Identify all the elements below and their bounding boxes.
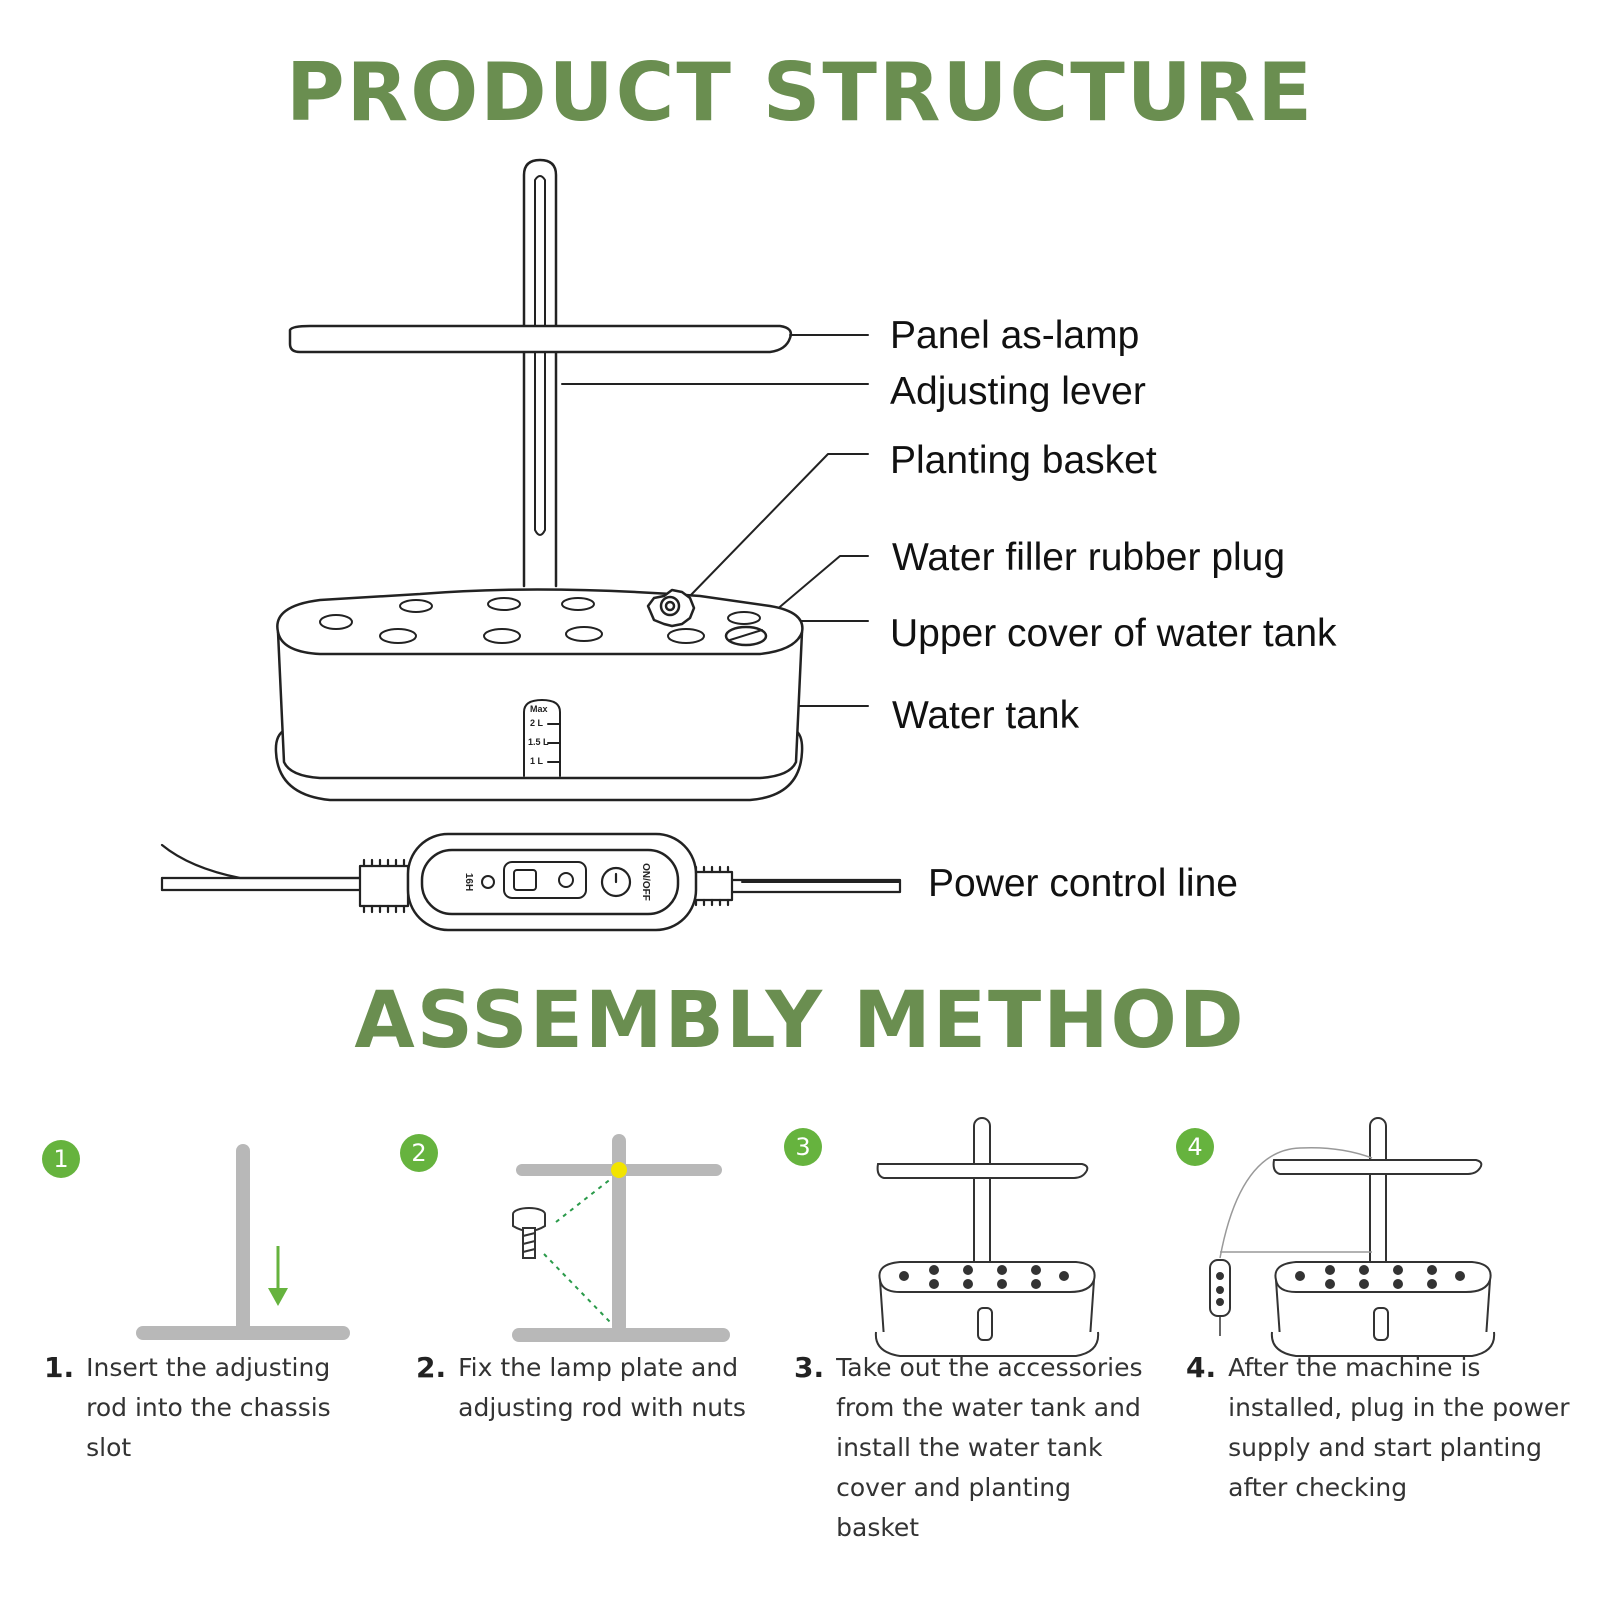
product-structure-title: PRODUCT STRUCTURE xyxy=(286,46,1314,139)
water-tank-drawing xyxy=(276,630,804,780)
water-filler-plug-drawing xyxy=(724,625,768,647)
step-4-text: 4. After the machine is installed, plug … xyxy=(1186,1348,1586,1508)
tank-scale-max: Max xyxy=(530,704,548,714)
planting-basket-drawing xyxy=(646,588,696,628)
upper-cover-drawing xyxy=(276,588,804,656)
step-2-description: Fix the lamp plate and adjusting rod wit… xyxy=(458,1353,746,1422)
tank-scale-1l: 1 L xyxy=(530,756,544,766)
step-4-badge: 4 xyxy=(1176,1128,1214,1166)
label-upper-cover-of-water-tank: Upper cover of water tank xyxy=(890,612,1337,655)
lamp-panel-drawing xyxy=(288,324,793,354)
adjusting-lever-drawing xyxy=(522,158,558,588)
label-adjusting-lever: Adjusting lever xyxy=(890,370,1146,413)
label-power-control-line: Power control line xyxy=(928,862,1238,905)
controller-onoff-label: ON/OFF xyxy=(640,863,651,901)
label-water-filler-rubber-plug: Water filler rubber plug xyxy=(892,536,1286,579)
label-planting-basket: Planting basket xyxy=(890,439,1157,482)
step-1-description: Insert the adjusting rod into the chassi… xyxy=(86,1353,331,1462)
step-4-number: 4. xyxy=(1186,1351,1217,1384)
step3-drawing xyxy=(874,1117,1100,1357)
step-3-badge: 3 xyxy=(784,1128,822,1166)
tank-scale-2l: 2 L xyxy=(530,718,544,728)
controller-timer-label: 16H xyxy=(463,873,474,891)
label-water-tank: Water tank xyxy=(892,694,1080,737)
step-3-number: 3. xyxy=(794,1351,825,1384)
step-1-text: 1. Insert the adjusting rod into the cha… xyxy=(44,1348,374,1468)
step-2-number: 2. xyxy=(416,1351,447,1384)
step-2-text: 2. Fix the lamp plate and adjusting rod … xyxy=(416,1348,746,1428)
assembly-method-title: ASSEMBLY METHOD xyxy=(354,976,1246,1066)
tank-scale-15l: 1.5 L xyxy=(528,737,549,747)
power-cable-drawing xyxy=(160,843,902,914)
controller-drawing xyxy=(406,832,698,932)
step-4-description: After the machine is installed, plug in … xyxy=(1228,1353,1570,1502)
step-3-description: Take out the accessories from the water … xyxy=(836,1353,1143,1542)
step1-drawing xyxy=(136,1144,350,1340)
label-panel-as-lamp: Panel as-lamp xyxy=(890,314,1140,357)
step2-drawing xyxy=(512,1134,730,1342)
step-2-badge: 2 xyxy=(400,1134,438,1172)
step-3-text: 3. Take out the accessories from the wat… xyxy=(794,1348,1154,1548)
step-1-badge: 1 xyxy=(42,1140,80,1178)
step-1-number: 1. xyxy=(44,1351,75,1384)
water-level-window xyxy=(523,699,561,777)
step4-drawing xyxy=(1209,1117,1496,1357)
planting-holes xyxy=(319,597,761,644)
